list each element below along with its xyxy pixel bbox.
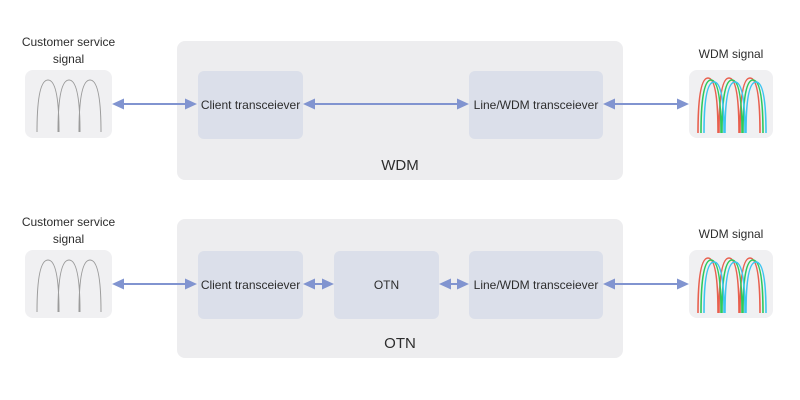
double-arrow-icon	[303, 98, 469, 110]
otn-box: OTN	[334, 251, 439, 319]
wdm-signal-box	[689, 70, 773, 138]
output-signal-label: WDM signal	[698, 47, 764, 61]
double-arrow-icon	[603, 98, 689, 110]
output-signal-label: WDM signal	[698, 227, 764, 241]
gray-waveform-icon	[36, 79, 102, 133]
input-signal-label: Customer service signal	[21, 215, 116, 246]
wdm-signal-box	[689, 250, 773, 318]
double-arrow-icon	[603, 278, 689, 290]
line-wdm-transceiver-box: Line/WDM transceiever	[469, 251, 603, 319]
double-arrow-icon	[303, 278, 334, 290]
input-signal-label: Customer service signal	[21, 35, 116, 66]
client-transceiver-box: Client transceiever	[198, 251, 303, 319]
customer-signal-box	[25, 70, 112, 138]
double-arrow-icon	[112, 278, 197, 290]
otn-container-label: OTN	[384, 335, 416, 352]
customer-signal-box	[25, 250, 112, 318]
double-arrow-icon	[439, 278, 469, 290]
line-wdm-transceiver-box: Line/WDM transceiever	[469, 71, 603, 139]
wdm-container-label: WDM	[381, 157, 419, 174]
gray-waveform-icon	[36, 259, 102, 313]
wdm-multiplexed-waveform-icon	[697, 257, 767, 314]
client-transceiver-box: Client transceiever	[198, 71, 303, 139]
double-arrow-icon	[112, 98, 197, 110]
wdm-multiplexed-waveform-icon	[697, 77, 767, 134]
